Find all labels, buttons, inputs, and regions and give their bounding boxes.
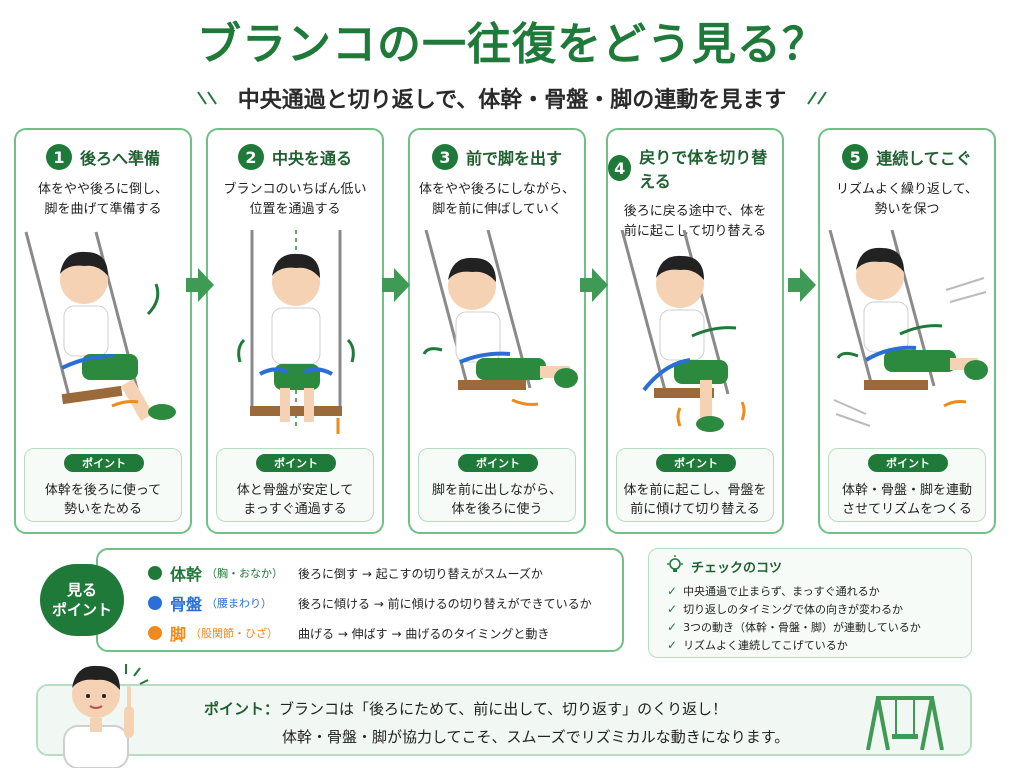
check-item: ✓ 切り返しのタイミングで体の向きが変わるか xyxy=(667,601,903,617)
check-item: ✓ 3つの動き（体幹・骨盤・脚）が連動しているか xyxy=(667,619,921,635)
legend-description: 曲げる → 伸ばす → 曲げるのタイミングと動き xyxy=(298,627,550,641)
point-box: ポイント 体を前に起こし、骨盤を 前に傾けて切り替える xyxy=(616,448,774,522)
legend-description: 後ろに倒す → 起こすの切り替えがスムーズか xyxy=(298,567,543,581)
summary-label: ポイント： xyxy=(204,700,280,718)
point-badge: ポイント xyxy=(868,454,948,472)
check-mark-icon: ✓ xyxy=(667,620,678,634)
check-item: ✓ リズムよく連続してこげているか xyxy=(667,637,848,653)
swing-child-rhythm-icon xyxy=(828,230,988,427)
point-text: 体幹・骨盤・脚を連動 させてリズムをつくる xyxy=(841,483,972,517)
step-description: 後ろに戻る途中で、体を 前に起こして切り替える xyxy=(623,204,767,239)
step-header: 5 連続してこぐ xyxy=(820,144,994,170)
point-badge: ポイント xyxy=(256,454,336,472)
legend-row-trunk: 体幹 （胸・おなか） xyxy=(148,562,283,584)
step-title: 連続してこぐ xyxy=(876,149,972,168)
summary-line-1: ポイント：ブランコは「後ろにためて、前に出して、切り返す」のくり返し！ xyxy=(204,698,727,719)
summary-text-2: 体幹・骨盤・脚が協力してこそ、スムーズでリズミカルな動きになります。 xyxy=(282,728,790,746)
step-title: 後ろへ準備 xyxy=(79,149,160,168)
blue-dot-icon xyxy=(148,596,162,610)
step-header: 3 前で脚を出す xyxy=(410,144,584,170)
legend-row-pelvis: 骨盤 （腰まわり） xyxy=(148,592,272,614)
next-step-arrow-icon xyxy=(788,268,816,302)
legend-row-legs: 脚 （股関節・ひざ） xyxy=(148,622,278,644)
step-number: 3 xyxy=(431,144,458,170)
check-mark-icon: ✓ xyxy=(667,638,678,652)
step-description: リズムよく繰り返して、 勢いを保つ xyxy=(836,182,978,217)
swing-set-icon xyxy=(866,696,944,750)
step-title: 中央を通る xyxy=(271,149,352,168)
check-item-text: リズムよく連続してこげているか xyxy=(683,639,848,652)
step-title: 戻りで体を切り替える xyxy=(639,148,768,191)
viewing-points-panel: 体幹 （胸・おなか） 後ろに倒す → 起こすの切り替えがスムーズか 骨盤 （腰ま… xyxy=(96,548,624,652)
point-box: ポイント 体と骨盤が安定して まっすぐ通過する xyxy=(216,448,374,522)
point-text: 体幹を後ろに使って 勢いをためる xyxy=(44,483,162,517)
step-header: 4 戻りで体を切り替える xyxy=(608,144,782,192)
accent-dash-right-icon xyxy=(807,91,828,105)
page-title: ブランコの一往復をどう見る？ xyxy=(197,19,827,70)
orange-dot-icon xyxy=(148,626,162,640)
next-step-arrow-icon xyxy=(382,268,410,302)
step-card-2: 2 中央を通る ブランコのいちばん低い 位置を通過する ポイント 体と骨盤が安定… xyxy=(206,128,384,534)
swing-child-center-icon xyxy=(237,230,355,434)
swing-child-back-icon xyxy=(24,231,176,421)
viewing-points-badge: 見る ポイント xyxy=(40,564,124,636)
step-number: 2 xyxy=(237,144,264,170)
summary-banner: ポイント：ブランコは「後ろにためて、前に出して、切り返す」のくり返し！ 体幹・骨… xyxy=(36,684,972,756)
legend-sublabel: （腰まわり） xyxy=(206,597,273,610)
step-card-3: 3 前で脚を出す 体をやや後ろにしながら、 脚を前に伸ばしていく ポイント 脚を… xyxy=(408,128,586,534)
point-box: ポイント 脚を前に出しながら、 体を後ろに使う xyxy=(418,448,576,522)
check-item-text: 切り返しのタイミングで体の向きが変わるか xyxy=(683,603,904,616)
point-text: 脚を前に出しながら、 体を後ろに使う xyxy=(431,483,562,517)
step-number: 5 xyxy=(842,144,869,170)
legend-label: 骨盤 xyxy=(170,595,203,614)
step-card-1: 1 後ろへ準備 体をやや後ろに倒し、 脚を曲げて準備する ポイント 体幹を後ろに… xyxy=(14,128,192,534)
check-tips-panel: チェックのコツ ✓ 中央通過で止まらず、まっすぐ通れるか ✓ 切り返しのタイミン… xyxy=(648,548,972,658)
check-item-text: 中央通過で止まらず、まっすぐ通れるか xyxy=(683,585,880,598)
subtitle-row: 中央通過と切り返しで、体幹・骨盤・脚の連動を見ます xyxy=(0,80,1024,116)
legend-label: 体幹 xyxy=(170,565,203,584)
point-box: ポイント 体幹・骨盤・脚を連動 させてリズムをつくる xyxy=(828,448,986,522)
step-title: 前で脚を出す xyxy=(465,149,562,168)
legend-sublabel: （股関節・ひざ） xyxy=(190,627,279,640)
step-description: ブランコのいちばん低い 位置を通過する xyxy=(223,182,367,217)
check-item-text: 3つの動き（体幹・骨盤・脚）が連動しているか xyxy=(683,621,921,634)
check-mark-icon: ✓ xyxy=(667,584,678,598)
step-card-5: 5 連続してこぐ リズムよく繰り返して、 勢いを保つ ポイント 体幹・骨盤・脚を… xyxy=(818,128,996,534)
point-badge: ポイント xyxy=(656,454,736,472)
page-subtitle: 中央通過と切り返しで、体幹・骨盤・脚の連動を見ます xyxy=(237,88,787,113)
point-text: 体を前に起こし、骨盤を 前に傾けて切り替える xyxy=(623,483,767,517)
point-text: 体と骨盤が安定して まっすぐ通過する xyxy=(236,483,354,517)
check-item: ✓ 中央通過で止まらず、まっすぐ通れるか xyxy=(667,583,880,599)
check-tips-title: チェックのコツ xyxy=(691,561,783,576)
step-card-4: 4 戻りで体を切り替える 後ろに戻る途中で、体を 前に起こして切り替える ポイン… xyxy=(606,128,784,534)
legend-sublabel: （胸・おなか） xyxy=(206,567,284,580)
next-step-arrow-icon xyxy=(186,268,214,302)
step-description: 体をやや後ろにしながら、 脚を前に伸ばしていく xyxy=(418,182,575,217)
legend-description: 後ろに傾ける → 前に傾けるの切り替えができているか xyxy=(298,597,592,611)
check-mark-icon: ✓ xyxy=(667,602,678,616)
swing-child-switch-icon xyxy=(620,230,746,432)
swing-child-forward-icon xyxy=(422,230,578,406)
point-badge: ポイント xyxy=(64,454,144,472)
step-header: 1 後ろへ準備 xyxy=(16,144,190,170)
step-number: 1 xyxy=(45,144,72,170)
point-box: ポイント 体幹を後ろに使って 勢いをためる xyxy=(24,448,182,522)
summary-text-1: ブランコは「後ろにためて、前に出して、切り返す」のくり返し！ xyxy=(279,700,728,718)
next-step-arrow-icon xyxy=(580,268,608,302)
point-badge: ポイント xyxy=(458,454,538,472)
step-number: 4 xyxy=(608,155,632,181)
green-dot-icon xyxy=(148,566,162,580)
lightbulb-icon xyxy=(667,555,683,572)
step-description: 体をやや後ろに倒し、 脚を曲げて準備する xyxy=(37,182,168,217)
pointing-boy-icon xyxy=(63,664,149,768)
legend-label: 脚 xyxy=(170,625,187,644)
step-header: 2 中央を通る xyxy=(208,144,382,170)
accent-dash-left-icon xyxy=(196,91,217,105)
